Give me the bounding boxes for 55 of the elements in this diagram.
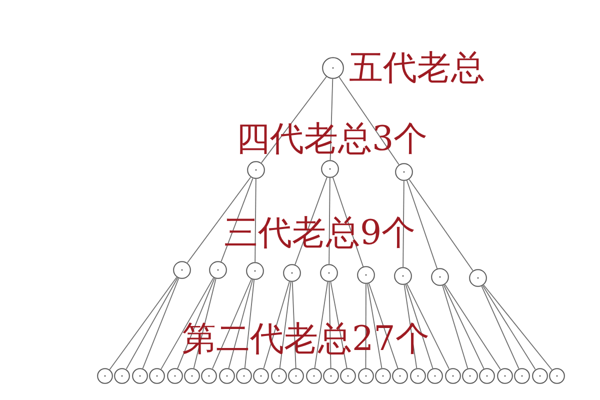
- circle-node: [114, 368, 130, 384]
- circle-node: [97, 368, 113, 384]
- circle-node: [532, 368, 548, 384]
- circle-node: [270, 368, 287, 384]
- circle-node: [247, 161, 265, 179]
- connector-line: [481, 286, 520, 370]
- connector-line: [443, 284, 484, 370]
- circle-node: [322, 57, 344, 79]
- circle-node: [166, 368, 183, 384]
- circle-node: [173, 261, 191, 279]
- connector-line: [406, 180, 438, 269]
- circle-node: [209, 261, 227, 279]
- circle-node: [431, 268, 449, 286]
- connector-line: [160, 277, 214, 370]
- connector-line: [444, 284, 501, 370]
- circle-node: [149, 368, 166, 384]
- circle-node: [320, 264, 338, 282]
- connector-line: [109, 276, 178, 370]
- circle-node: [392, 368, 408, 384]
- connector-line: [408, 178, 474, 272]
- circle-node: [357, 266, 375, 284]
- connector-line: [142, 278, 180, 370]
- circle-node: [514, 368, 530, 384]
- connector-line: [442, 285, 468, 369]
- connector-line: [186, 176, 252, 264]
- circle-node: [283, 264, 301, 282]
- circle-node: [340, 368, 356, 384]
- circle-node: [288, 368, 304, 384]
- circle-node: [358, 368, 374, 384]
- circle-node: [444, 368, 461, 384]
- circle-node: [375, 368, 392, 384]
- circle-node: [253, 368, 270, 384]
- circle-node: [201, 368, 218, 384]
- circle-node: [496, 368, 513, 384]
- circle-node: [427, 368, 444, 384]
- connector-line: [126, 277, 178, 370]
- node-caption: 五代老总: [349, 51, 485, 85]
- circle-node: [218, 368, 235, 384]
- circle-node: [236, 368, 252, 384]
- connector-line: [482, 285, 536, 370]
- circle-node: [246, 262, 264, 280]
- circle-node: [394, 267, 412, 285]
- connector-line: [406, 284, 450, 370]
- connector-line: [483, 284, 552, 370]
- circle-node: [132, 368, 148, 384]
- circle-node: [306, 368, 322, 384]
- circle-node: [469, 269, 487, 287]
- circle-node: [321, 160, 339, 178]
- circle-node: [410, 368, 426, 384]
- circle-node: [548, 368, 565, 384]
- circle-node: [184, 368, 200, 384]
- circle-node: [395, 163, 413, 181]
- circle-node: [479, 368, 496, 384]
- circle-node: [322, 368, 339, 384]
- circle-node: [462, 368, 478, 384]
